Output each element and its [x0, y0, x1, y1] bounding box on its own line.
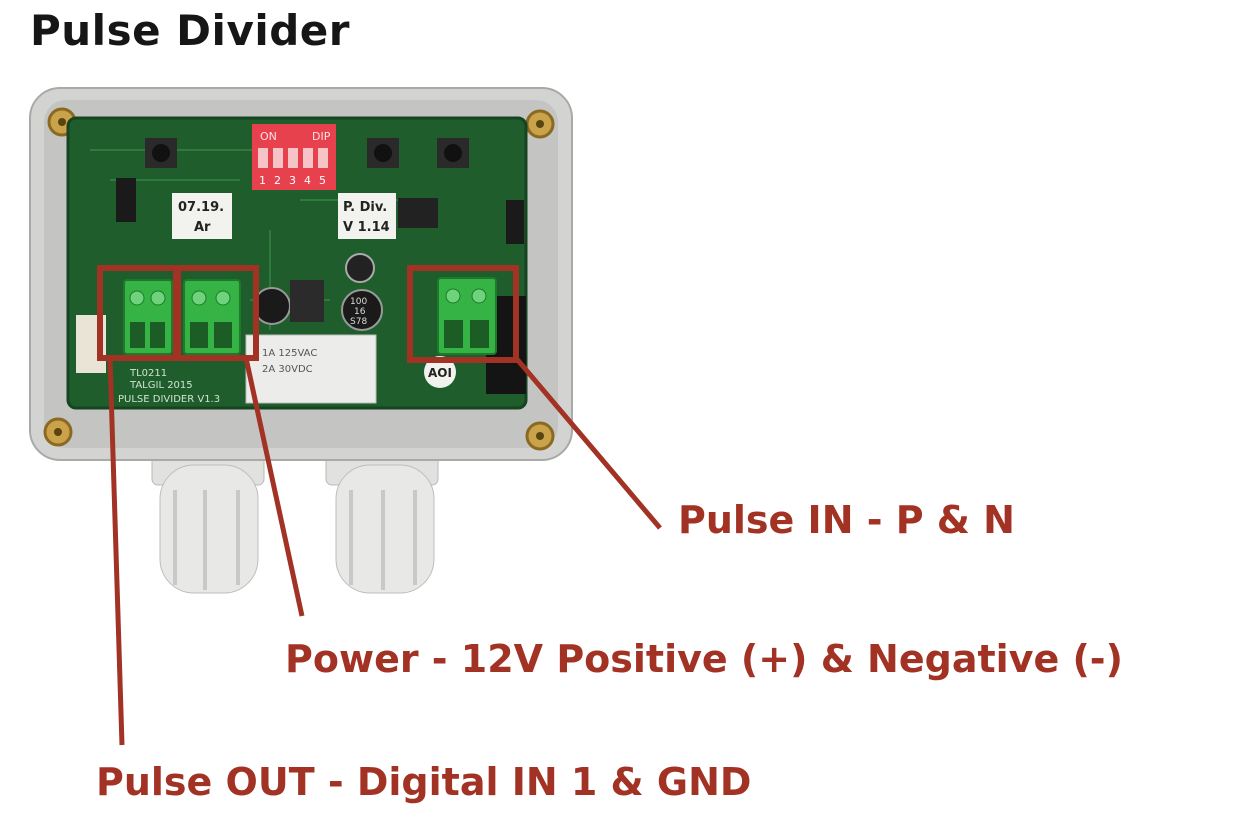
leader-line-power: [243, 357, 305, 617]
regulator-icon: [290, 280, 324, 322]
pin-header: [116, 178, 136, 222]
leader-line-pulse-in: [514, 356, 662, 530]
capacitor-icon: [341, 289, 383, 331]
silk-model: TL0211: [129, 368, 167, 379]
cable-gland-right: [325, 444, 439, 594]
highlight-box-pulse-in: [407, 265, 519, 363]
terminal-block-pulse-out: [123, 279, 173, 355]
terminal-block-power: [183, 279, 241, 355]
sticker-product: P. Div.: [343, 200, 387, 215]
callout-pulse-in: Pulse IN - P & N: [678, 498, 1015, 542]
capacitor-icon: [253, 287, 291, 325]
capacitor-icon: [345, 253, 375, 283]
dip-number: 2: [274, 174, 281, 187]
callout-pulse-out: Pulse OUT - Digital IN 1 & GND: [96, 760, 752, 804]
dip-number: 1: [259, 174, 266, 187]
relay-rating-2: 2A 30VDC: [262, 364, 313, 375]
sticker-code: Ar: [194, 220, 211, 235]
dip-number: 4: [304, 174, 311, 187]
dip-switch: ON DIP 1 2 3 4 5: [252, 124, 336, 190]
capacitor-voltage: 16: [354, 307, 366, 317]
pin-header: [506, 200, 524, 244]
leader-line-pulse-out: [107, 357, 125, 746]
silk-maker: TALGIL 2015: [129, 380, 193, 391]
aoi-mark: AOI: [428, 366, 452, 380]
callout-power: Power - 12V Positive (+) & Negative (-): [285, 637, 1123, 681]
sticker-version: V 1.14: [343, 220, 390, 235]
cable-gland-left: [151, 444, 265, 594]
page-title: Pulse Divider: [30, 6, 350, 55]
dip-dip-label: DIP: [312, 130, 331, 143]
relay-icon: [245, 334, 377, 404]
capacitor-code: S78: [350, 317, 367, 327]
dip-number: 5: [319, 174, 326, 187]
silk-product: PULSE DIVIDER V1.3: [118, 394, 220, 405]
chip-icon: [398, 198, 438, 228]
capacitor-value: 100: [350, 297, 367, 307]
relay-rating-1: 1A 125VAC: [262, 348, 317, 359]
terminal-block-pulse-in: [437, 277, 497, 355]
highlight-box-power: [173, 265, 259, 361]
dip-on-label: ON: [260, 130, 277, 143]
pcb-board: ON DIP 1 2 3 4 5 07.19. Ar P. Div. V 1.1…: [66, 116, 528, 410]
dip-number: 3: [289, 174, 296, 187]
sticker-date: 07.19.: [178, 200, 224, 215]
